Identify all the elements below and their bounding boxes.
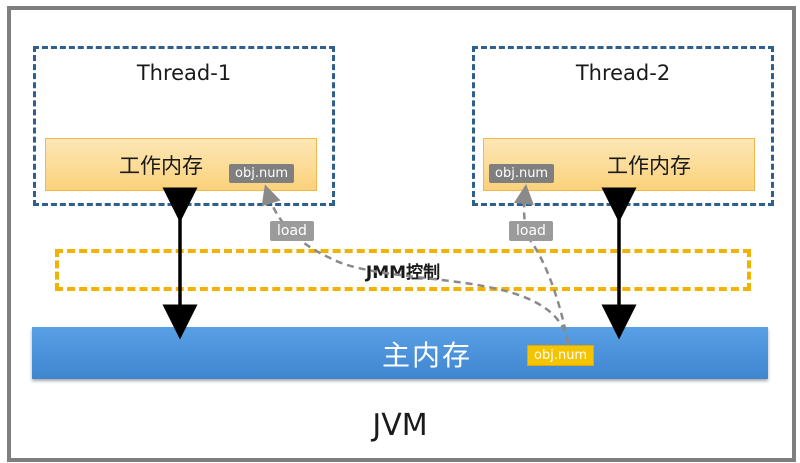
thread-2-obj-num-tag: obj.num — [489, 164, 555, 183]
thread-2-work-memory-label: 工作内存 — [607, 153, 691, 178]
thread-1-obj-num-tag: obj.num — [229, 164, 295, 183]
thread-2-load-label: load — [509, 221, 553, 241]
thread-2-load-path — [513, 184, 570, 344]
main-memory-obj-num-tag: obj.num — [527, 345, 595, 366]
main-memory-label: 主内存 — [382, 339, 473, 372]
jvm-label: JVM — [372, 408, 428, 443]
thread-1-load-label: load — [270, 221, 314, 241]
thread-2-title: Thread-2 — [575, 61, 671, 85]
thread-1-load-path — [261, 184, 570, 344]
main-memory-bar: 主内存 — [32, 327, 768, 379]
thread-1-title: Thread-1 — [136, 61, 232, 85]
jvm-frame — [7, 6, 796, 462]
thread-1-work-memory-label: 工作内存 — [119, 153, 203, 178]
